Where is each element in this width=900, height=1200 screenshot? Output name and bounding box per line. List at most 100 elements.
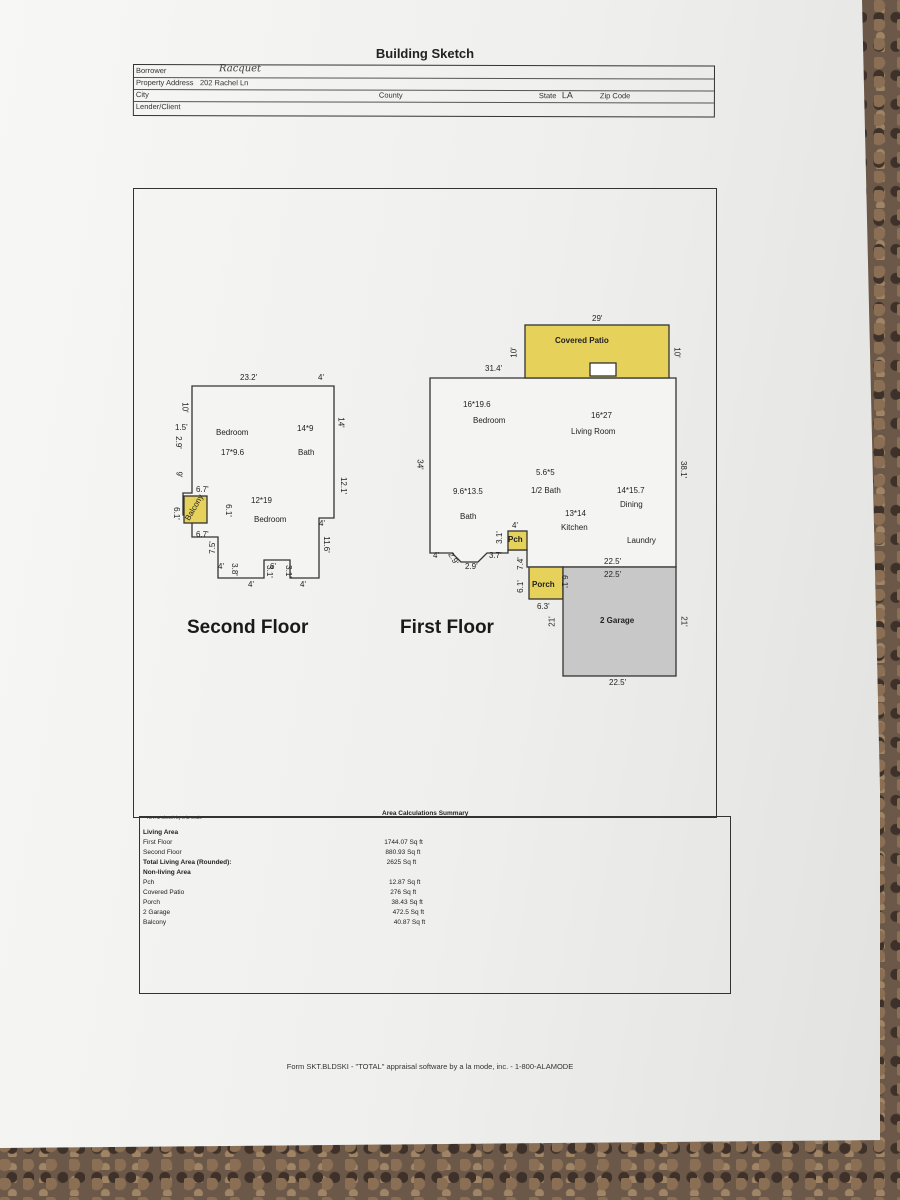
second-floor-caption: Second Floor [187,617,309,638]
ff-dining-label: Dining [620,500,643,509]
sf-dim-top: 23.2' [240,373,258,382]
ff-dim-garage-top1: 22.5' [604,557,622,566]
sf-bedroom2-size: 12*19 [251,496,272,505]
ff-laundry-label: Laundry [627,536,656,545]
area-row-label: First Floor [143,839,173,846]
balcony-outline [183,495,208,524]
area-summary-heading: Area Calculations Summary [382,810,469,817]
sf-bedroom2-label: Bedroom [254,515,287,524]
porch-outline [528,566,564,600]
ff-dim-porch-left: 6.1' [515,580,525,593]
sf-dim-low-left: 7.5' [207,541,217,554]
second-floor-outline [182,385,335,579]
sf-dim-left-a: 1.5' [175,423,188,432]
sketch-area [133,188,717,818]
page-title: Building Sketch [375,46,475,61]
ff-bath-size: 9.6*13.5 [453,487,483,496]
ff-dim-pch-top: 4' [512,521,518,530]
area-row-value: 38.43 Sq ft [391,899,423,906]
area-row-value: 472.5 Sq ft [392,909,425,916]
ff-dim-porch-v2: 7.4' [515,557,525,570]
sf-dim-bot-b: 3.8' [229,563,239,576]
ff-bedroom-size: 16*19.6 [463,400,491,409]
sf-dim-notch-bottom: 6.7' [196,530,209,539]
ff-dim-garage-right: 21' [679,616,689,627]
sf-dim-bot-f: 3.1' [283,565,293,578]
ff-living-label: Living Room [571,427,616,436]
garage-label: 2 Garage [600,616,635,625]
sf-dim-bot-a: 4' [218,562,224,571]
sf-dim-top-right: 4' [318,373,324,382]
sketch-paper: Building Sketch Borrower Racquet Propert… [0,0,880,1148]
first-floor-caption: First Floor [400,617,494,638]
area-row-label: Total Living Area (Rounded): [143,859,232,866]
ff-dining-size: 14*15.7 [617,486,645,495]
ff-bedroom-label: Bedroom [473,416,506,425]
software-note: TOTAL Sketch by a la mode [146,815,202,820]
ff-dim-patio-left: 10' [509,347,519,358]
sf-bath-label: Bath [298,448,315,457]
ff-dim-patio-right: 10' [672,347,682,358]
ff-dim-left: 34' [415,459,425,470]
ff-dim-top: 31.4' [485,364,503,373]
area-row-label: Non-living Area [143,869,191,876]
sf-dim-bot-d: 6' [270,562,276,571]
floor-plan-drawing [182,324,677,677]
area-row-value: 1744.07 Sq ft [384,839,423,846]
ff-kitchen-size: 13*14 [565,509,586,518]
ff-dim-patio-top: 29' [592,314,603,323]
ff-dim-garage-left: 21' [547,616,557,627]
sf-dim-bot-c: 4' [248,580,254,589]
ff-kitchen-label: Kitchen [561,523,588,532]
form-footer: Form SKT.BLDSKI - "TOTAL" appraisal soft… [286,1062,574,1071]
sf-dim-right-b: 12.1' [339,476,349,495]
sf-dim-bot-e: 3.1' [264,565,274,578]
pch-outline [507,530,528,551]
covered-patio-label: Covered Patio [555,336,609,345]
ff-dim-porch-bottom: 6.3' [537,602,550,611]
area-row-label: Second Floor [143,849,182,856]
sf-dim-inner-v: 6.1' [223,504,233,517]
area-row-value: 2625 Sq ft [386,859,417,866]
sf-dim-left-b: 2.9' [173,436,183,449]
ff-dim-pch-v: 3.1' [494,531,504,544]
ff-dim-right: 38.1' [679,460,689,479]
sf-bath-size: 14*9 [297,424,314,433]
sf-dim-notch-side: 6.1' [171,507,181,520]
ff-dim-bot-a: 4' [433,551,439,560]
sf-dim-left-top: 10' [180,402,190,413]
area-row-label: Living Area [143,829,179,836]
sf-bedroom1-label: Bedroom [216,428,249,437]
sf-dim-right-a: 14' [336,417,346,428]
sf-dim-right-c: 4' [319,519,325,528]
area-row-value: 40.87 Sq ft [393,919,426,926]
area-row-value: 276 Sq ft [390,889,417,896]
ff-dim-bot-d: 3.7' [489,551,502,560]
patio-door [589,362,617,377]
ff-halfbath-size: 5.6*5 [536,468,555,477]
ff-dim-porch-right: 6.1' [559,575,569,588]
area-row-label: Covered Patio [143,889,185,896]
area-summary-box [139,816,731,994]
garage-outline [562,566,677,677]
sf-bedroom1-size: 17*9.6 [221,448,245,457]
ff-dim-garage-top2: 22.5' [604,570,622,579]
area-row-label: Porch [143,899,160,906]
sf-dim-notch-top: 6.7' [196,485,209,494]
ff-dim-garage-bottom: 22.5' [609,678,627,687]
sf-dim-bot-g: 4' [300,580,306,589]
ff-bath-label: Bath [460,512,477,521]
ff-dim-bot-c: 2.9' [465,562,478,571]
ff-halfbath-label: 1/2 Bath [531,486,561,495]
ff-living-size: 16*27 [591,411,612,420]
area-row-label: 2 Garage [143,909,171,916]
pch-label: Pch [508,535,523,544]
porch-label: Porch [532,580,555,589]
area-row-label: Pch [143,879,155,886]
area-row-value: 12.87 Sq ft [389,879,421,886]
sf-dim-left-c: 9' [174,471,184,478]
sf-dim-right-d: 11.6' [321,536,331,553]
area-row-value: 880.93 Sq ft [385,849,421,856]
area-row-label: Balcony [143,919,167,926]
